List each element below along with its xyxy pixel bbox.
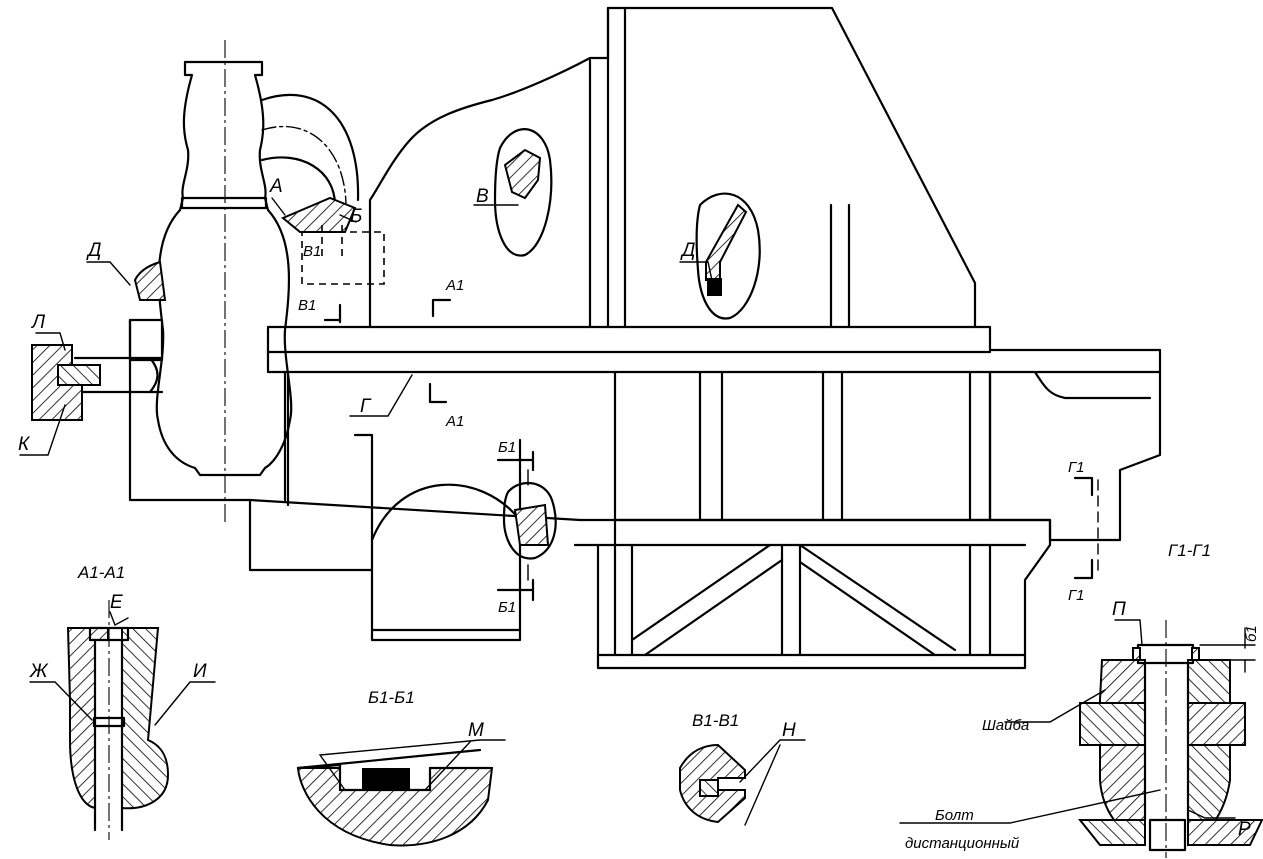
lower-frame [573, 518, 1052, 670]
title-g1g1: Г1-Г1 [1168, 541, 1211, 560]
label-k: К [18, 434, 31, 455]
mark-a1-bottom: А1 [445, 413, 464, 430]
title-v1v1: В1-В1 [692, 711, 739, 730]
section-markers [323, 298, 1099, 602]
section-mark-labels: В1 В1 А1 А1 Б1 Б1 Г1 Г1 б1 [298, 243, 1260, 642]
label-a: А [269, 176, 283, 197]
mark-a1-top: А1 [445, 277, 464, 294]
main-view [31, 6, 1162, 670]
label-r: Р [1238, 819, 1251, 840]
left-flange-hatched [133, 260, 167, 301]
title-a1a1: А1-А1 [77, 563, 125, 582]
label-l: Л [30, 312, 46, 333]
label-g: Г [360, 396, 372, 417]
section-v1v1 [679, 739, 806, 826]
mark-v1-top: В1 [303, 243, 321, 260]
top-frame-plate [266, 325, 1162, 374]
window-b1 [502, 481, 557, 560]
mark-v1-left: В1 [298, 297, 316, 314]
title-b1b1: Б1-Б1 [368, 688, 415, 707]
section-g1g1 [899, 619, 1263, 858]
leader-lines [19, 197, 714, 456]
section-b1b1 [296, 739, 506, 847]
upper-casing-outline [368, 6, 977, 329]
window-d [695, 192, 761, 320]
note-bolt-line2: дистанционный [905, 835, 1020, 852]
section-a1a1 [29, 600, 216, 840]
label-zh: Ж [29, 661, 49, 682]
mark-b1-bottom: Б1 [498, 599, 516, 616]
elbow-pipe [260, 93, 360, 207]
notes: Шайба Болт дистанционный [905, 717, 1029, 852]
label-m: М [468, 720, 484, 741]
label-i: И [193, 661, 207, 682]
horizontal-shaft [73, 356, 164, 394]
label-d-left: Д [86, 240, 101, 261]
part-labels: А Б В Г Д Д Л К Е Ж И М Н П Р [18, 176, 1251, 840]
mark-b1-top: Б1 [498, 439, 516, 456]
mark-g1-bottom: Г1 [1068, 587, 1085, 604]
bottom-bucket [353, 433, 522, 642]
note-washer: Шайба [982, 717, 1029, 734]
window-v [493, 128, 553, 257]
label-v: В [476, 186, 489, 207]
section-titles: А1-А1 Б1-Б1 В1-В1 Г1-Г1 [77, 541, 1211, 730]
label-e: Е [110, 592, 123, 613]
joint-hatched [281, 196, 357, 233]
label-b: Б [350, 206, 362, 227]
label-p: П [1112, 599, 1126, 620]
note-bolt-line1: Болт [935, 807, 974, 824]
vertical-cylinder [155, 60, 293, 477]
mark-g1-top: Г1 [1068, 459, 1085, 476]
label-d-right: Д [680, 240, 695, 261]
label-n: Н [782, 720, 796, 741]
mark-b1-dim: б1 [1243, 625, 1260, 642]
